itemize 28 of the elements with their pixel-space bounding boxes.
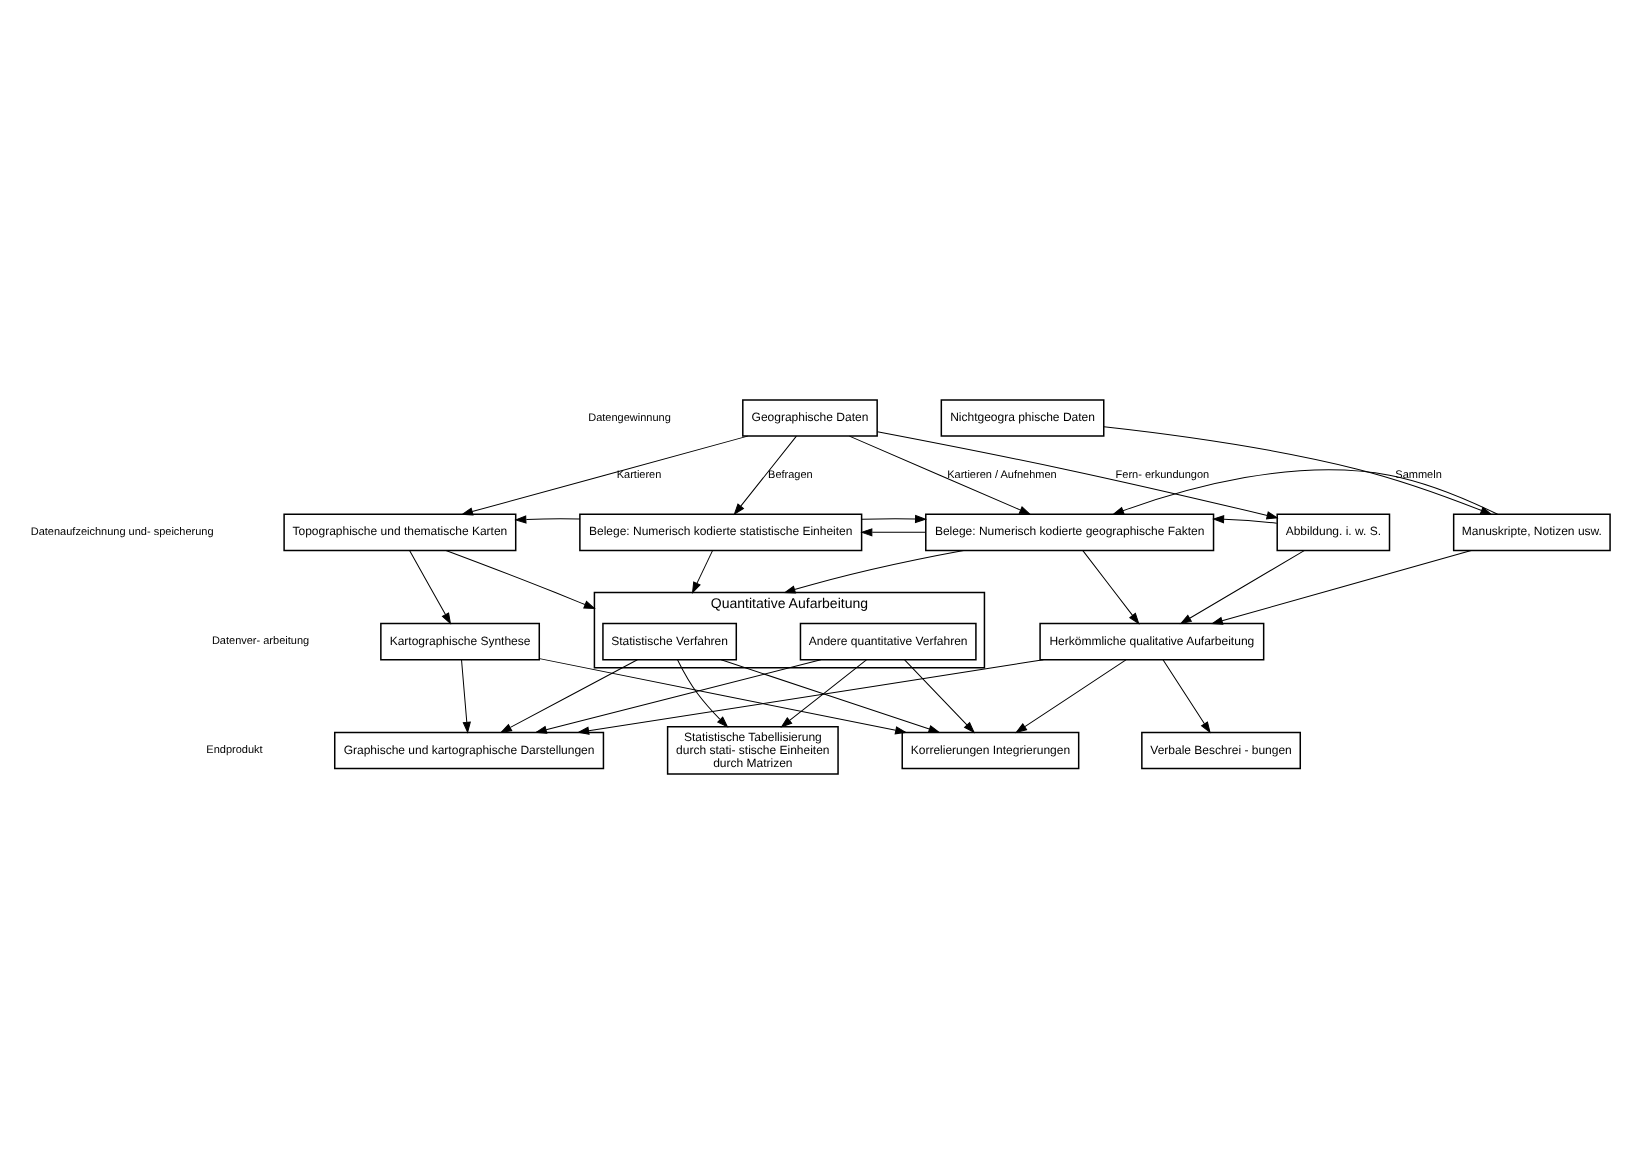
arrow	[861, 515, 927, 523]
arrow	[461, 435, 749, 516]
arrow	[578, 659, 1044, 735]
arrow	[876, 431, 1278, 520]
arrow	[1211, 549, 1472, 625]
arrow	[692, 550, 714, 593]
arrow	[461, 659, 471, 733]
arrow	[1082, 550, 1140, 624]
arrow	[848, 435, 1031, 515]
arrow	[861, 528, 927, 537]
arrow	[535, 659, 822, 734]
arrow	[1015, 659, 1127, 733]
arrow	[515, 515, 581, 524]
arrow	[1213, 515, 1278, 524]
arrow	[677, 659, 728, 728]
arrow	[784, 549, 965, 594]
arrow	[1180, 550, 1305, 624]
arrow	[720, 659, 940, 733]
arrow	[733, 435, 797, 515]
arrow	[904, 659, 975, 733]
arrow	[500, 659, 638, 733]
arrow	[1112, 469, 1499, 515]
arrow	[1162, 659, 1211, 733]
arrow	[1103, 426, 1492, 515]
arrow	[409, 550, 451, 624]
arrow	[538, 658, 907, 735]
arrow	[781, 659, 867, 728]
arrow	[445, 549, 595, 610]
